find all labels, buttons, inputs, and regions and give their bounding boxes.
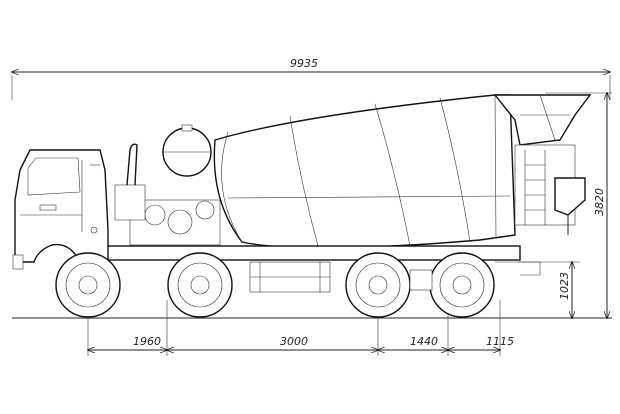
loading-hopper	[493, 94, 592, 235]
mixer-drum	[213, 94, 516, 249]
height-dimension: 3820	[545, 93, 612, 318]
truck-cab	[12, 149, 109, 270]
water-tank	[162, 124, 212, 177]
wheels	[55, 252, 541, 318]
overall-length-dimension: 9935	[12, 57, 610, 100]
wheelbase-dimensions: 1960 3000 1440 1115	[88, 300, 514, 356]
rear-wheel-1	[345, 252, 411, 318]
front-wheel-2	[167, 252, 233, 318]
frame-height-label: 1023	[558, 272, 571, 300]
height-label: 3820	[593, 188, 606, 216]
wheelbase-rear-label: 1440	[410, 335, 438, 348]
rear-wheel-2	[429, 252, 495, 318]
overall-length-label: 9935	[290, 57, 318, 70]
rear-overhang-label: 1115	[486, 335, 514, 348]
wheelbase-mid-label: 3000	[280, 335, 308, 348]
frame-height-dimension: 1023	[518, 262, 580, 318]
front-wheel-1	[55, 252, 121, 318]
wheelbase-front-label: 1960	[133, 335, 161, 348]
